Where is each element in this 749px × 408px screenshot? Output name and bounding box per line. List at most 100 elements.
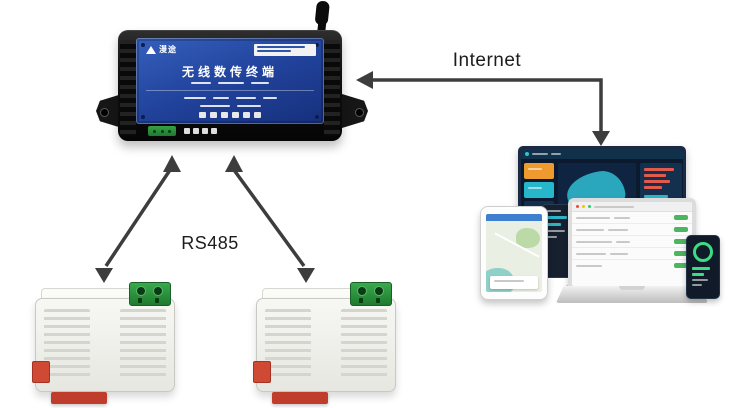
terminal-pin-icon [168,129,172,133]
table-row [572,212,692,224]
terminal-screw-icon [210,112,217,118]
chart-bar [644,168,674,171]
window-dot-icon [576,205,579,208]
terminal-slot-icon [359,298,363,303]
chart-bar [547,223,561,226]
platform-devices-cluster [470,140,748,308]
terminal-screw-icon [232,112,239,118]
rs485-right-arrow [225,155,315,283]
device-title: 无线数传终端 [181,65,278,79]
screw-hole-icon [100,108,109,117]
terminal-screw-icon [243,112,250,118]
chart-bar [644,174,666,177]
sensor-module-left [32,282,175,404]
table-row [572,248,692,260]
faceplate-subtext-row [136,82,324,84]
gateway-device: 漫途 无线数传终端 [96,0,368,158]
map-park-shape [516,228,540,248]
terminal-screw-icon [199,112,206,118]
row-text-line [616,240,630,243]
map-app-header [486,214,542,221]
status-pill-green [674,263,688,268]
row-text-line [576,216,610,219]
green-terminal-block [148,126,176,136]
laptop-device [556,198,708,306]
plate-screw-icon [141,115,145,119]
faceplate-text-line [183,97,206,99]
rail-foot-red [272,392,328,404]
chart-bar [644,195,668,198]
window-dot-icon [582,205,585,208]
browser-toolbar [572,202,692,212]
plate-screw-icon [315,43,319,47]
row-text-line [610,252,628,255]
arrow-head-up-icon [163,155,181,172]
status-pill-green [674,251,688,256]
dashboard-header [521,149,683,159]
tile-text-line [528,168,542,170]
header-text-line [532,153,548,155]
terminal-screw-icon [153,286,163,296]
gauge-ring-icon [693,242,713,262]
arrow-head-down-icon [592,131,610,146]
brand-text: 漫途 [159,45,177,54]
terminal-slot-icon [376,298,380,303]
rs485-left-arrow [95,155,181,283]
heatsink-fins-right [324,40,340,136]
screen-text-line [692,284,702,286]
terminal-pin-icon [152,129,156,133]
tablet-screen [486,214,542,292]
row-text-line [576,228,604,231]
terminal-screw-icon [136,286,146,296]
row-text-line [576,252,606,255]
terminal-pin-icon [160,129,164,133]
screen-text-line [692,279,708,281]
model-label-chip [254,44,316,56]
chart-bar [692,273,704,276]
connector-pin-icon [193,128,199,134]
dip-connector-row [184,128,217,134]
status-pill-green [674,227,688,232]
terminal-screw-row [136,112,324,118]
window-dot-icon [588,205,591,208]
arrow-head-left-icon [356,71,373,89]
chart-bar [547,216,567,219]
address-bar-line [594,205,634,208]
map-info-card [490,276,538,289]
arrow-head-down-icon [95,268,113,283]
din-clip-red [253,361,271,383]
faceplate-text-line [235,97,256,99]
plate-screw-icon [141,43,145,47]
screen-text-line [547,236,557,238]
sensor-front-face [253,298,396,392]
vent-grille-left [265,309,311,379]
sensor-front-face [32,298,175,392]
vent-grille-left [44,309,90,379]
row-text-line [576,264,602,267]
connector-pin-icon [202,128,208,134]
faceplate-text-line [199,105,230,107]
laptop-page [572,202,692,286]
row-text-line [614,216,630,219]
status-pill-green [674,239,688,244]
arrow-head-up-icon [225,155,243,172]
screw-hole-icon [355,108,364,117]
internet-arrow-shaft [372,78,603,134]
green-terminal-block [350,282,392,306]
rs485-right-shaft [232,168,306,268]
terminal-slot-icon [138,298,142,303]
terminal-screw-icon [254,112,261,118]
faceplate-text-line [262,97,277,99]
heatsink-fins-left [120,40,136,136]
rs485-label: RS485 [181,233,239,253]
brand-logo: 漫途 [146,44,177,55]
connector-pin-icon [211,128,217,134]
chart-bar [644,180,670,183]
faceplate-text-line [212,97,229,99]
connector-pin-icon [184,128,190,134]
vent-grille-right [120,309,166,379]
phone-device-right [686,235,720,299]
plate-screw-icon [315,115,319,119]
header-text-line [551,153,561,155]
